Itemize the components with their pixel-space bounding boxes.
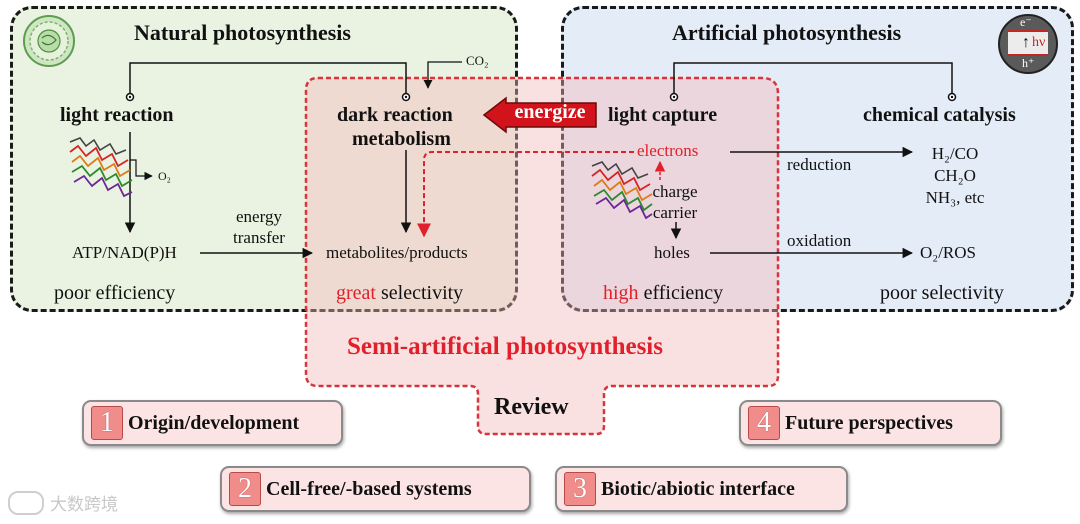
- artificial-title: Artificial photosynthesis: [672, 20, 902, 45]
- step-number: 1: [91, 406, 123, 440]
- cell-logo-icon: [23, 15, 75, 67]
- step-number: 2: [229, 472, 261, 506]
- review-label: Review: [494, 394, 569, 420]
- artificial-selectivity-label: poor selectivity: [880, 282, 1004, 304]
- natural-title: Natural photosynthesis: [134, 20, 351, 45]
- reduction-products-list: H₂/CO CH₂O NH₃, etc: [906, 143, 1004, 209]
- badge-hole: h⁺: [1022, 56, 1035, 70]
- badge-electron: e⁻: [1020, 15, 1032, 29]
- watermark-text: 大数跨境: [50, 495, 118, 515]
- artificial-efficiency-label: high efficiency: [603, 282, 724, 304]
- energize-label: energize: [514, 101, 586, 123]
- watermark-logo-icon: [8, 490, 44, 515]
- artificial-photosynthesis-panel: [561, 6, 1074, 312]
- holes-label: holes: [654, 243, 690, 262]
- natural-photosynthesis-panel: [10, 6, 518, 312]
- electrons-label: electrons: [637, 141, 699, 160]
- co2-label: CO₂: [466, 53, 489, 68]
- o2-ros-label: O₂/ROS: [920, 243, 976, 262]
- spectrum-wave-icon-artificial: [591, 161, 653, 220]
- step-number: 3: [564, 472, 596, 506]
- metabolism-label: metabolism: [352, 128, 451, 150]
- product-ch2o: CH₂O: [934, 166, 976, 185]
- step-1-origin-development[interactable]: 1 Origin/development: [82, 400, 343, 446]
- product-nh3-etc: NH₃, etc: [925, 188, 985, 207]
- light-capture-label: light capture: [608, 104, 718, 126]
- semi-artificial-title: Semi-artificial photosynthesis: [347, 333, 663, 360]
- energize-arrow: [482, 96, 597, 134]
- step-label: Biotic/abiotic interface: [601, 477, 795, 500]
- o2-label: O₂: [158, 169, 171, 183]
- step-number: 4: [748, 406, 780, 440]
- badge-hv: hν: [1032, 35, 1046, 50]
- semiconductor-badge-icon: e⁻ ↑ hν h⁺: [998, 14, 1058, 74]
- chemical-catalysis-label: chemical catalysis: [863, 104, 1016, 126]
- atp-nadph-label: ATP/NAD(P)H: [72, 243, 177, 262]
- step-2-cell-free-based-systems[interactable]: 2 Cell-free/-based systems: [220, 466, 531, 512]
- selectivity-label: great selectivity: [336, 282, 464, 304]
- oxidation-label: oxidation: [787, 231, 852, 250]
- product-h2-co: H₂/CO: [931, 144, 979, 163]
- light-reaction-label: light reaction: [60, 104, 174, 126]
- badge-up-arrow-icon: ↑: [1022, 34, 1030, 51]
- step-4-future-perspectives[interactable]: 4 Future perspectives: [739, 400, 1002, 446]
- watermark: 大数跨境: [8, 490, 118, 515]
- dark-reaction-label: dark reaction: [337, 104, 453, 126]
- step-label: Cell-free/-based systems: [266, 477, 472, 500]
- metabolites-products-label: metabolites/products: [326, 243, 468, 262]
- step-label: Future perspectives: [785, 411, 953, 434]
- spectrum-wave-icon-natural: [69, 137, 133, 198]
- step-label: Origin/development: [128, 411, 300, 434]
- natural-efficiency-label: poor efficiency: [54, 282, 176, 304]
- step-3-biotic-abiotic-interface[interactable]: 3 Biotic/abiotic interface: [555, 466, 848, 512]
- reduction-label: reduction: [787, 155, 852, 174]
